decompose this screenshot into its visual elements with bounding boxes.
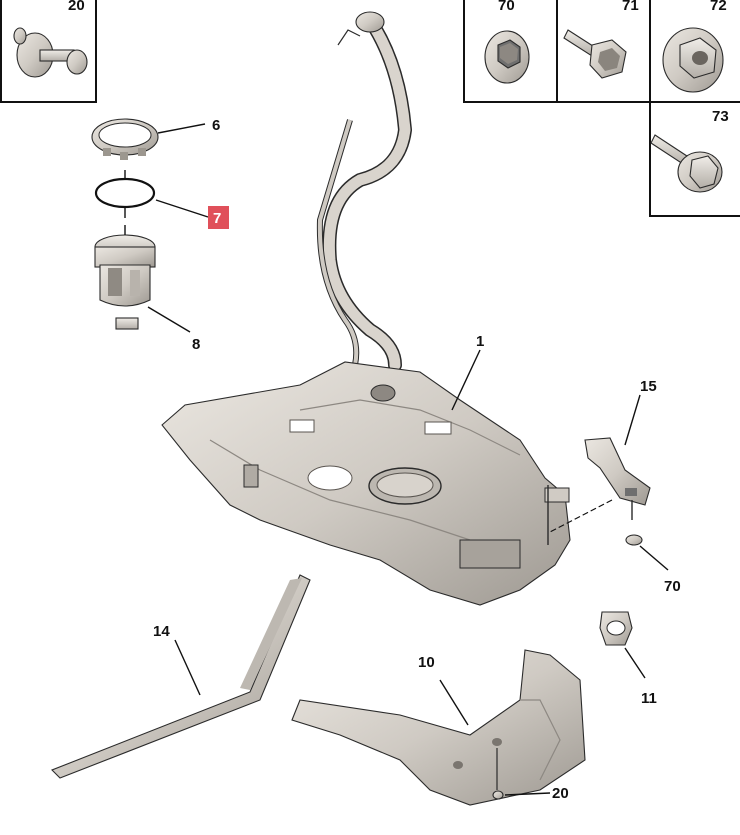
bracket-part-15 bbox=[584, 437, 651, 520]
o-ring-part-7 bbox=[94, 170, 156, 218]
callout-73-box: 73 bbox=[712, 108, 729, 125]
fastener-box-71: 71 bbox=[556, 0, 651, 103]
callout-20-box: 20 bbox=[68, 0, 85, 14]
callout-70: 70 bbox=[664, 578, 681, 595]
callout-15: 15 bbox=[640, 378, 657, 395]
callout-10: 10 bbox=[418, 654, 435, 671]
push-rivet-icon bbox=[13, 27, 88, 78]
fuel-tank-part-1 bbox=[161, 361, 571, 606]
fastener-box-20: 20 bbox=[0, 0, 97, 103]
push-rivet-part-20 bbox=[492, 790, 504, 800]
flange-nut-icon bbox=[662, 27, 724, 93]
lock-ring-part-6 bbox=[91, 118, 159, 160]
fastener-box-72: 72 bbox=[649, 0, 740, 103]
fastener-box-70: 70 bbox=[463, 0, 558, 103]
callout-1: 1 bbox=[476, 333, 484, 350]
highlight-box-7 bbox=[208, 206, 229, 229]
fuel-pump-part-8 bbox=[94, 225, 156, 330]
heat-shield-part-10 bbox=[291, 649, 586, 806]
callout-70-box: 70 bbox=[498, 0, 515, 14]
bolt-with-nut-icon bbox=[563, 29, 627, 79]
callout-72-box: 72 bbox=[710, 0, 727, 14]
callout-6: 6 bbox=[212, 117, 220, 134]
callout-20: 20 bbox=[552, 785, 569, 802]
washer-nut-part-70 bbox=[625, 534, 643, 546]
callout-71-box: 71 bbox=[622, 0, 639, 14]
callout-8: 8 bbox=[192, 336, 200, 353]
washer-nut-icon bbox=[484, 30, 530, 84]
fastener-box-73: 73 bbox=[649, 101, 740, 217]
callout-14: 14 bbox=[153, 623, 170, 640]
callout-11: 11 bbox=[641, 690, 657, 707]
clip-part-11 bbox=[599, 611, 633, 646]
flange-bolt-icon bbox=[650, 134, 723, 193]
strap-part-14 bbox=[51, 574, 311, 779]
filler-neck-pipe bbox=[316, 11, 413, 372]
callout-7: 7 bbox=[213, 210, 221, 227]
